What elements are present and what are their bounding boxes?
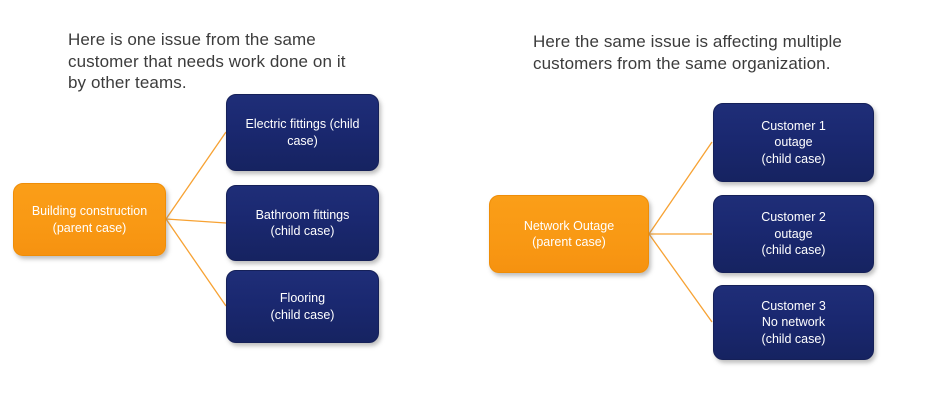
- heading-line: customer that needs work done on it: [68, 51, 346, 71]
- box-label-line: (child case): [761, 243, 826, 258]
- connector-line: [165, 131, 227, 220]
- box-label-line: Building construction: [31, 204, 148, 218]
- connector-line: [648, 233, 713, 323]
- box-label-line: Network Outage: [523, 218, 615, 233]
- box-label-line: (child case): [761, 331, 826, 346]
- box-label-line: Bathroom fittings: [255, 207, 350, 222]
- child-case-box-flooring: Flooring (child case): [226, 270, 379, 343]
- heading-line: by other teams.: [68, 73, 187, 92]
- box-label-line: (parent case): [532, 235, 606, 249]
- connector-line: [165, 218, 227, 224]
- box-label-line: Customer 1: [761, 118, 826, 133]
- box-label-line: No network: [761, 315, 826, 330]
- parent-case-box-building-construction: Building construction (parent case): [13, 183, 166, 256]
- box-label-line: Customer 3: [761, 298, 826, 313]
- child-case-box-electric-fittings: Electric fittings (child case): [226, 94, 379, 171]
- box-label-line: Flooring: [279, 291, 326, 305]
- box-label-line: outage: [774, 226, 813, 241]
- child-case-box-customer-2-outage: Customer 2 outage (child case): [713, 195, 874, 273]
- parent-case-box-network-outage: Network Outage (parent case): [489, 195, 649, 273]
- connector-line: [165, 218, 227, 307]
- diagram-heading: Here is one issue from the same customer…: [68, 29, 346, 94]
- box-label-line: (child case): [761, 151, 826, 166]
- child-case-box-customer-1-outage: Customer 1 outage (child case): [713, 103, 874, 182]
- child-case-box-customer-3-no-network: Customer 3 No network (child case): [713, 285, 874, 360]
- child-case-box-bathroom-fittings: Bathroom fittings (child case): [226, 185, 379, 261]
- heading-line: Here the same issue is affecting multipl…: [533, 32, 842, 51]
- box-label-line: Electric fittings (child: [245, 117, 360, 131]
- box-label-line: (parent case): [52, 220, 127, 235]
- heading-line: customers from the same organization.: [533, 53, 831, 73]
- box-label-line: Customer 2: [761, 210, 826, 225]
- box-label-line: outage: [774, 135, 813, 150]
- connector-line: [648, 141, 713, 235]
- box-label-line: case): [287, 133, 318, 148]
- heading-line: Here is one issue from the same: [68, 30, 316, 49]
- diagram-heading: Here the same issue is affecting multipl…: [533, 31, 842, 74]
- box-label-line: (child case): [270, 307, 335, 322]
- box-label-line: (child case): [270, 224, 335, 238]
